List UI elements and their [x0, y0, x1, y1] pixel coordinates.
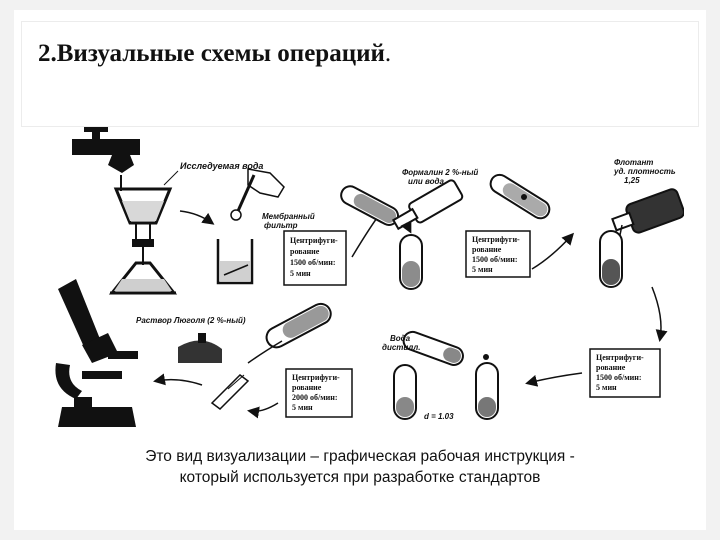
slide-title-dot: .: [384, 40, 392, 67]
centrifuge-box-3: Центрифуги- рование 1500 об/мин: 5 мин: [589, 348, 661, 398]
box-4-line-1: Центрифуги-: [292, 373, 340, 382]
box-1-line-3: 1500 об/мин:: [290, 258, 336, 267]
label-water-dist-2: дистилл.: [382, 343, 420, 352]
process-figure: Исследуемая вода Мембранный фильтр Центр…: [52, 127, 684, 433]
caption-line-2: который используется при разработке стан…: [179, 469, 541, 486]
label-formalin-1: Формалин 2 %-ный: [402, 168, 478, 177]
dropper-bottle-icon: [178, 333, 222, 363]
label-water-dist-1: Вода: [390, 334, 411, 343]
box-2-line-1: Центрифуги-: [472, 235, 520, 244]
label-membrane-1: Мембранный: [262, 212, 315, 221]
label-density: d = 1.03: [424, 412, 454, 421]
box-3-line-3: 1500 об/мин:: [596, 373, 642, 382]
label-flotant-2: уд. плотность: [613, 167, 676, 176]
box-1-line-1: Центрифуги-: [290, 236, 338, 245]
label-membrane-2: фильтр: [264, 221, 298, 230]
centrifuge-box-1: Центрифуги- рование 1500 об/мин: 5 мин: [283, 230, 347, 286]
glass-slide-icon: [210, 374, 250, 410]
tilted-tube-icon-3: [402, 330, 464, 366]
box-4-line-4: 5 мин: [292, 403, 313, 412]
label-lugol: Раствор Люголя (2 %-ный): [136, 316, 246, 325]
label-water: Исследуемая вода: [180, 161, 263, 171]
box-2-line-4: 5 мин: [472, 265, 493, 274]
box-2-line-3: 1500 об/мин:: [472, 255, 518, 264]
tube-icon-4: [393, 364, 417, 420]
box-2-line-2: рование: [472, 245, 502, 254]
faucet-icon: [72, 127, 140, 173]
flask-pouring-icon: [611, 188, 684, 234]
tube-icon: [399, 234, 423, 290]
centrifuge-box-4: Центрифуги- рование 2000 об/мин: 5 мин: [285, 368, 353, 418]
bottle-pouring-icon: [391, 179, 464, 231]
box-3-line-1: Центрифуги-: [596, 353, 644, 362]
tilted-tube-icon: [340, 185, 400, 226]
tube-icon-3: [475, 362, 499, 420]
box-3-line-4: 5 мин: [596, 383, 617, 392]
slide-title-text: 2.Визуальные схемы операций: [38, 40, 385, 67]
funnel-flask-icon: [108, 187, 178, 295]
label-flotant-3: 1,25: [624, 176, 640, 185]
hand-pipette-icon: [230, 168, 285, 221]
slide-caption: Это вид визуализации – графическая рабоч…: [60, 446, 660, 488]
caption-line-1: Это вид визуализации – графическая рабоч…: [145, 448, 575, 465]
box-4-line-2: рование: [292, 383, 322, 392]
box-3-line-2: рование: [596, 363, 626, 372]
box-1-line-2: рование: [290, 247, 320, 256]
title-band: [22, 22, 698, 126]
label-flotant-1: Флотант: [614, 158, 653, 167]
tilted-tube-icon-2: [489, 173, 551, 220]
process-diagram: Исследуемая вода Мембранный фильтр Центр…: [55, 127, 684, 427]
label-formalin-2: или вода: [408, 177, 444, 186]
beaker-icon: [216, 239, 254, 285]
box-4-line-3: 2000 об/мин:: [292, 393, 338, 402]
tube-icon-2: [599, 230, 623, 288]
centrifuge-box-2: Центрифуги- рование 1500 об/мин: 5 мин: [465, 230, 531, 278]
box-1-line-4: 5 мин: [290, 269, 311, 278]
tilted-tube-icon-4: [265, 302, 332, 349]
slide-title: 2.Визуальные схемы операций.: [38, 40, 391, 68]
microscope-icon: [55, 279, 138, 427]
